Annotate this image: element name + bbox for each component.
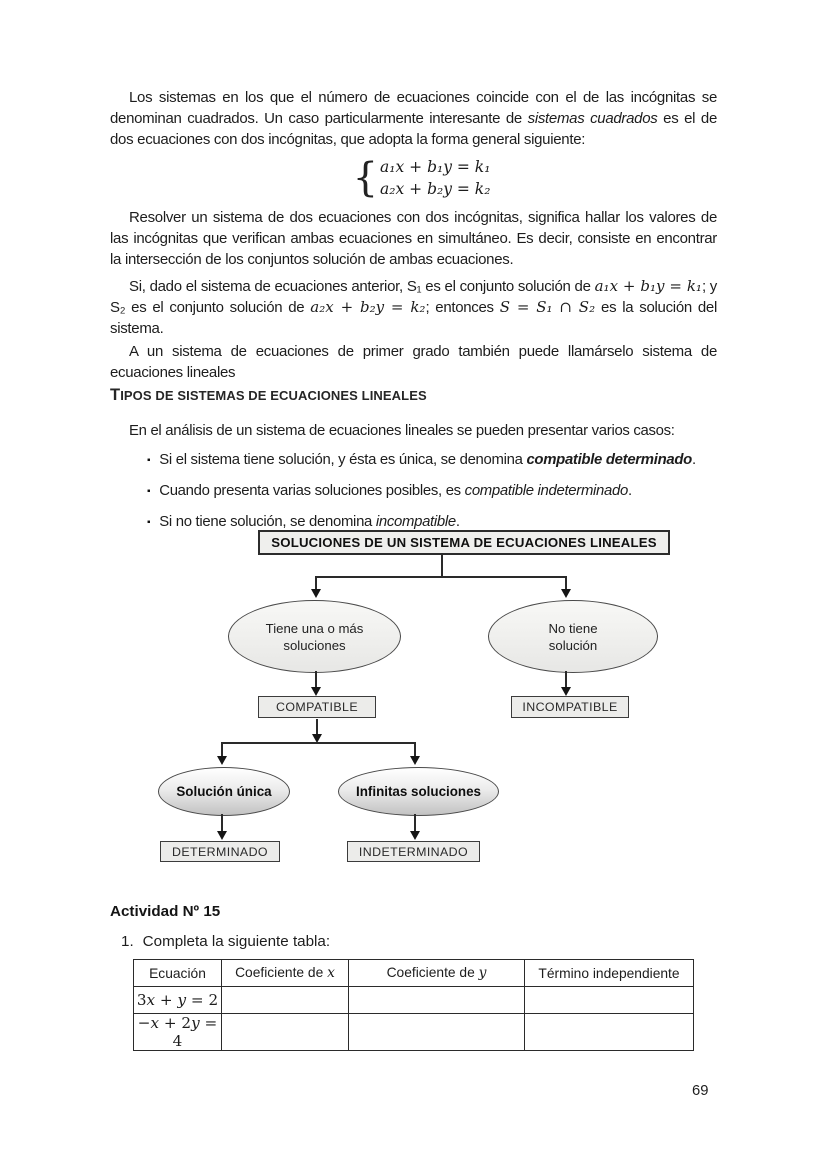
- arrow-down-icon: [410, 756, 420, 765]
- flowchart-node-infinitas-soluciones: Infinitas soluciones: [338, 767, 499, 816]
- item-text: Completa la siguiente tabla:: [142, 933, 331, 950]
- connector-line: [221, 814, 223, 832]
- header-coef-x: Coeficiente de x: [221, 959, 349, 987]
- list-item-text: Si el sistema tiene solución, y ésta es …: [159, 452, 696, 468]
- cell-empty: [348, 986, 525, 1014]
- connector-line: [565, 576, 567, 590]
- section-tipos-de-sistemas: TIPOS DE SISTEMAS DE ECUACIONES LINEALES…: [110, 386, 717, 543]
- flowchart-node-solucion-unica: Solución única: [158, 767, 290, 816]
- node-text-line: Tiene una o más: [265, 620, 364, 636]
- list-item: ▪ Si no tiene solución, se denomina inco…: [147, 512, 717, 533]
- node-text-line: No tiene: [548, 620, 598, 636]
- table-row: 3x + y = 2: [133, 986, 694, 1014]
- header-coef-y: Coeficiente de y: [348, 959, 525, 987]
- list-item-text: Si no tiene solución, se denomina incomp…: [159, 514, 460, 530]
- bullet-square-icon: ▪: [147, 486, 151, 497]
- bullet-square-icon: ▪: [147, 517, 151, 528]
- table-header-row: Ecuación Coeficiente de x Coeficiente de…: [133, 959, 694, 987]
- item-number: 1.: [121, 933, 134, 950]
- cell-equation: 3x + y = 2: [133, 986, 222, 1014]
- list-item: ▪ Cuando presenta varias soluciones posi…: [147, 481, 717, 502]
- activity-title: Actividad Nº 15: [110, 903, 221, 920]
- flowchart-box-determinado: DETERMINADO: [160, 841, 280, 862]
- flowchart-title-box: SOLUCIONES DE UN SISTEMA DE ECUACIONES L…: [258, 530, 670, 555]
- arrow-down-icon: [217, 831, 227, 840]
- header-termino: Término independiente: [524, 959, 694, 987]
- activity-item: 1. Completa la siguiente tabla:: [121, 933, 330, 950]
- connector-line: [221, 742, 416, 744]
- connector-line: [315, 671, 317, 688]
- flowchart-box-indeterminado: INDETERMINADO: [347, 841, 480, 862]
- flowchart-node-no-tiene-solucion: No tiene solución: [488, 600, 658, 673]
- activity-table: Ecuación Coeficiente de x Coeficiente de…: [133, 959, 694, 1051]
- cell-empty: [524, 986, 694, 1014]
- connector-line: [315, 576, 317, 590]
- equation-lines: a₁x + b₁y = k₁ a₂x + b₂y = k₂: [380, 156, 490, 200]
- cell-empty: [524, 1013, 694, 1051]
- page-number: 69: [692, 1083, 709, 1099]
- list-item-text: Cuando presenta varias soluciones posibl…: [159, 483, 632, 499]
- flowchart-node-tiene-soluciones: Tiene una o más soluciones: [228, 600, 401, 673]
- cell-empty: [348, 1013, 525, 1051]
- arrow-down-icon: [311, 589, 321, 598]
- cell-empty: [221, 1013, 349, 1051]
- list-item: ▪ Si el sistema tiene solución, y ésta e…: [147, 450, 717, 471]
- system-brace: {: [352, 155, 379, 201]
- arrow-down-icon: [561, 687, 571, 696]
- bullet-list: ▪ Si el sistema tiene solución, y ésta e…: [110, 450, 717, 533]
- connector-line: [414, 814, 416, 832]
- node-text-line: soluciones: [283, 637, 346, 653]
- connector-line: [221, 742, 223, 757]
- flowchart-box-compatible: COMPATIBLE: [258, 696, 376, 718]
- node-text-line: solución: [548, 637, 598, 653]
- arrow-down-icon: [311, 687, 321, 696]
- header-ecuacion: Ecuación: [133, 959, 222, 987]
- connector-line: [414, 742, 416, 757]
- arrow-down-icon: [312, 734, 322, 743]
- cell-empty: [221, 986, 349, 1014]
- section-heading: TIPOS DE SISTEMAS DE ECUACIONES LINEALES: [110, 386, 427, 404]
- paragraph-conjunto-solucion: Si, dado el sistema de ecuaciones anteri…: [110, 277, 717, 337]
- bullet-square-icon: ▪: [147, 455, 151, 466]
- paragraph-resolver-sistema: Resolver un sistema de dos ecuaciones co…: [110, 209, 717, 268]
- connector-line: [315, 576, 567, 578]
- section-lead: En el análisis de un sistema de ecuacion…: [129, 423, 675, 439]
- paragraph-sistemas-cuadrados: Los sistemas en los que el número de ecu…: [110, 89, 717, 148]
- connector-line: [565, 671, 567, 688]
- flowchart-box-incompatible: INCOMPATIBLE: [511, 696, 629, 718]
- table-row: −x + 2y = 4: [133, 1013, 694, 1051]
- equation-system: { a₁x + b₁y = k₁ a₂x + b₂y = k₂: [118, 156, 725, 200]
- connector-line: [441, 553, 443, 578]
- arrow-down-icon: [410, 831, 420, 840]
- arrow-down-icon: [561, 589, 571, 598]
- cell-equation: −x + 2y = 4: [133, 1013, 222, 1051]
- arrow-down-icon: [217, 756, 227, 765]
- table: Ecuación Coeficiente de x Coeficiente de…: [133, 959, 694, 1051]
- intro-text-block: Los sistemas en los que el número de ecu…: [110, 87, 717, 385]
- paragraph-ecuaciones-lineales: A un sistema de ecuaciones de primer gra…: [110, 343, 717, 381]
- equation-2: a₂x + b₂y = k₂: [380, 180, 491, 198]
- equation-1: a₁x + b₁y = k₁: [380, 158, 491, 176]
- connector-line: [316, 719, 318, 735]
